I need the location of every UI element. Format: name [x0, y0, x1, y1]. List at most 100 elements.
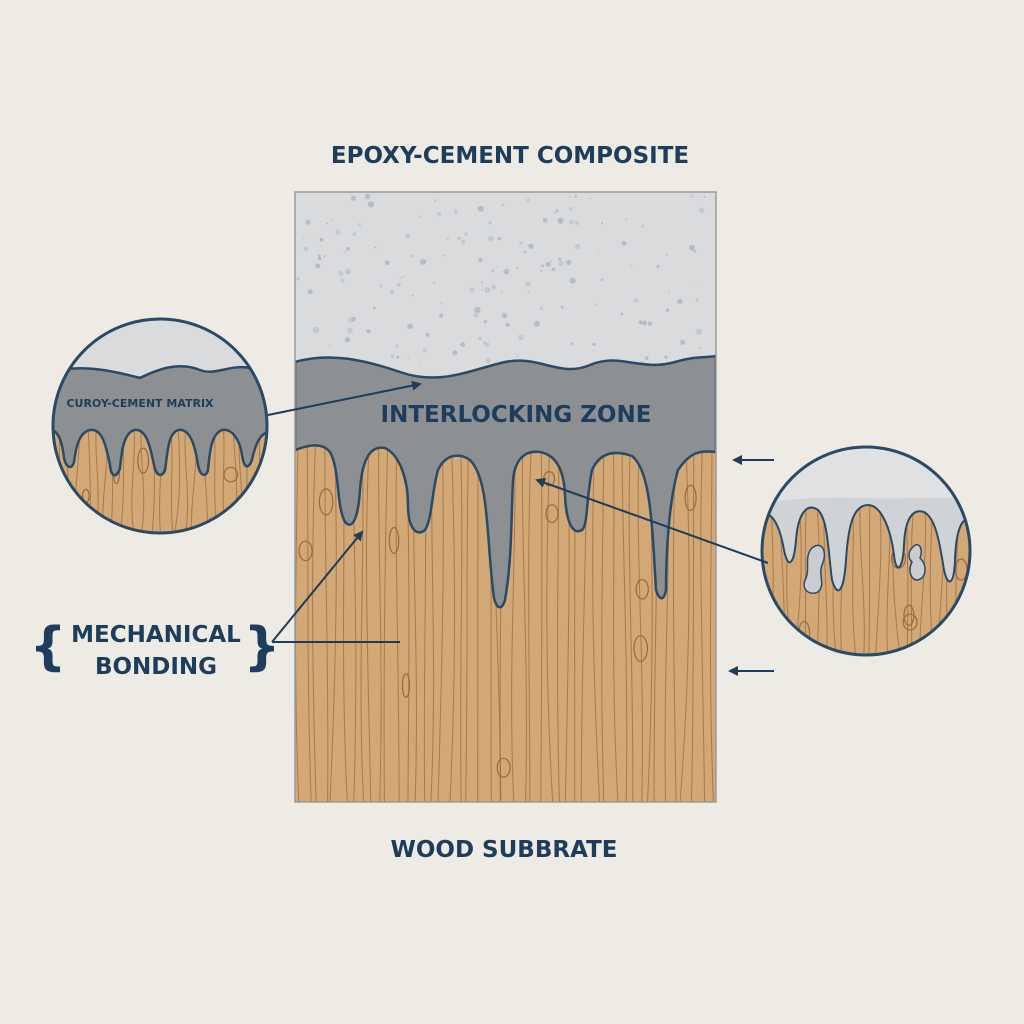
cement-speck [364, 193, 371, 200]
wood-grain-line [709, 429, 714, 802]
cement-speck [411, 294, 414, 297]
cement-speck [656, 264, 660, 269]
wood-knot [496, 757, 511, 778]
cement-speck [526, 198, 530, 202]
cement-speck [644, 356, 649, 361]
cement-speck [344, 337, 351, 343]
cement-speck [443, 254, 445, 257]
wood-grain-line [459, 429, 463, 802]
cement-speck [374, 246, 377, 249]
cement-speck [569, 219, 574, 225]
cement-speck [352, 232, 357, 237]
cement-speck [485, 357, 492, 364]
cement-speck [542, 218, 548, 223]
cement-speck [335, 229, 341, 235]
cement-speck [695, 282, 698, 285]
cement-speck [367, 201, 369, 204]
diagram-title: EPOXY-CEMENT COMPOSITE [331, 143, 689, 169]
wood-grain-line [637, 429, 644, 802]
wood-grain-line [691, 429, 695, 802]
wood-grain-line [628, 429, 634, 802]
cement-speck [323, 255, 326, 258]
cement-speck [569, 343, 573, 346]
cement-speck [664, 355, 668, 359]
cement-speck [525, 281, 531, 287]
wood-grain-line [592, 429, 601, 802]
wood-knot [298, 540, 313, 562]
cement-speck [592, 342, 596, 346]
wood-grain-line [383, 429, 389, 802]
inset-matrix-label: CUROY-CEMENT MATRIX [66, 397, 214, 410]
cement-speck [303, 246, 309, 251]
cement-speck [419, 365, 422, 367]
wood-grain-line [621, 429, 628, 802]
cement-speck [478, 258, 483, 263]
cement-speck [460, 342, 466, 348]
cement-speck [307, 289, 313, 295]
cement-speck [319, 237, 324, 242]
wood-grain-line [437, 429, 444, 802]
leader-lines [267, 380, 774, 676]
wood-knot [635, 578, 649, 600]
wood-grain-line [528, 429, 533, 802]
cement-speck [555, 208, 559, 213]
wood-knot [223, 466, 239, 483]
cement-speck [340, 278, 345, 283]
cement-speck [422, 348, 427, 353]
mechanical-bonding-label: { MECHANICAL BONDING } [29, 617, 280, 680]
cement-speck [396, 282, 401, 287]
cement-speck [621, 241, 627, 246]
cement-speck [317, 254, 321, 258]
cement-speck [420, 258, 427, 265]
cement-speck [516, 266, 519, 269]
cement-speck [551, 267, 556, 272]
cement-speck [600, 278, 604, 282]
cement-speck [574, 220, 580, 225]
cement-speck [296, 276, 300, 281]
cement-speck [491, 269, 495, 273]
cement-speck [326, 222, 329, 225]
right-inset-leader-arrow [535, 477, 769, 564]
cement-speck [501, 312, 508, 319]
cement-speck [495, 265, 498, 268]
cement-speck [689, 244, 695, 251]
interlocking-zone-label: INTERLOCKING ZONE [381, 402, 652, 428]
cement-speck [690, 194, 694, 198]
cement-speck [680, 339, 686, 345]
cement-speck [569, 277, 576, 284]
right-inset-epoxy-droplet-1 [803, 544, 826, 594]
cement-speck [453, 209, 458, 214]
wood-grain-line [612, 429, 619, 802]
cement-speck [440, 302, 443, 305]
cement-speck [434, 199, 437, 202]
cement-speck [330, 219, 334, 222]
cement-speck [698, 346, 702, 350]
cement-speck [589, 197, 592, 200]
wood-grain-line [601, 429, 605, 802]
cement-speck [418, 215, 421, 219]
wood-grain-line [868, 494, 871, 655]
wood-grain-line [546, 429, 554, 802]
cement-speck [457, 236, 461, 240]
cement-speck [345, 268, 352, 275]
cement-speck [482, 341, 487, 345]
cement-speck [402, 275, 405, 278]
cement-speck [642, 320, 647, 326]
cement-speck [540, 270, 543, 272]
cement-speck [518, 334, 524, 341]
wood-grain-line [449, 429, 456, 802]
cement-speck [541, 264, 545, 268]
cement-speck [346, 327, 353, 334]
cement-speck [557, 217, 564, 224]
cement-speck [638, 320, 643, 325]
cement-speck [558, 260, 564, 267]
cement-speck [477, 205, 484, 212]
wood-grain-line [395, 429, 400, 802]
cement-speck [338, 270, 344, 276]
cement-speck [481, 288, 483, 291]
cement-speck [597, 249, 600, 252]
wood-grain-line [521, 429, 527, 802]
wood-grain-line [324, 429, 329, 802]
cement-speck [469, 287, 475, 292]
cement-speck [389, 289, 395, 295]
